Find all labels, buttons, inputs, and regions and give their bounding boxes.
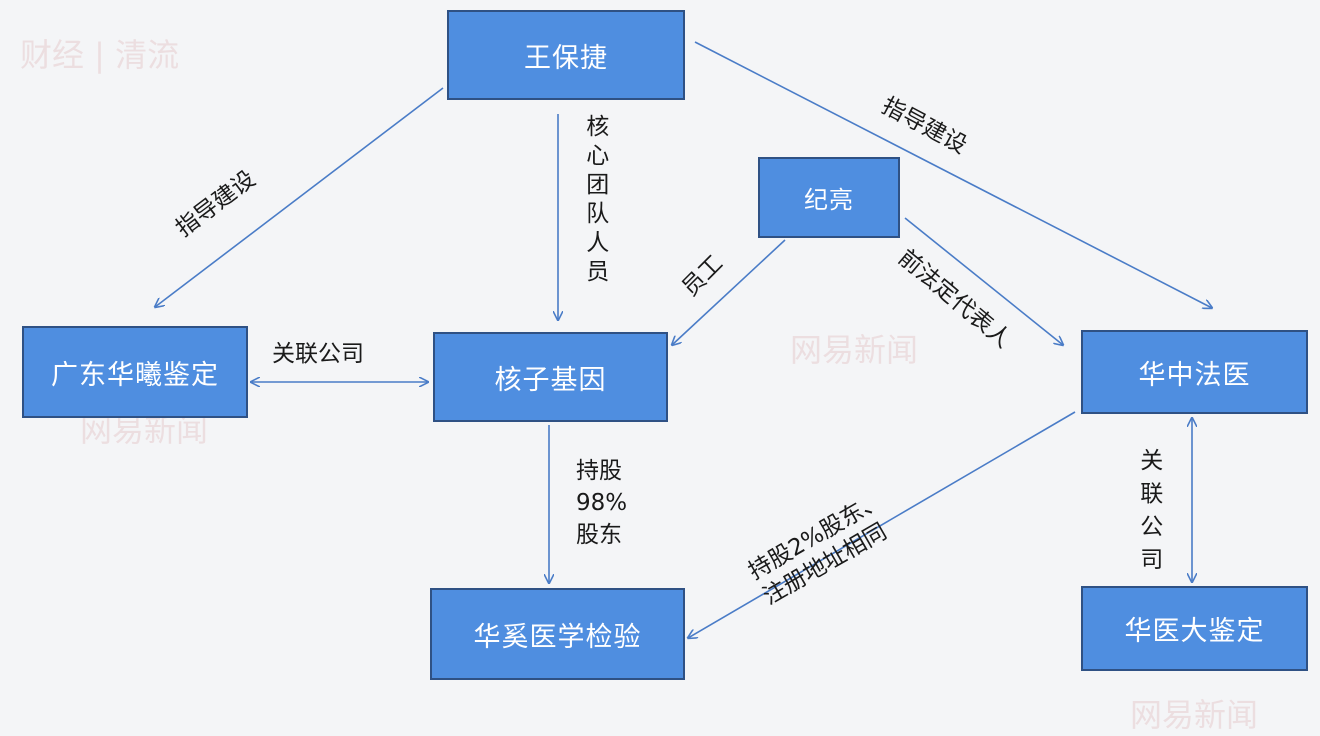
edge-label-line: 持股	[576, 458, 622, 484]
node-huaxi-yixue: 华奚医学检验	[430, 588, 685, 680]
edge-wang-guangdong	[155, 87, 444, 307]
node-huazhong-fayi: 华中法医	[1081, 330, 1308, 414]
edge-huazhong-huaxi	[688, 411, 1076, 638]
node-hezi-jiyin: 核子基因	[433, 332, 668, 422]
edge-label-line: 98%	[576, 490, 628, 517]
edge-label: 持股 98% 股东	[576, 455, 627, 552]
watermark: 网易新闻	[790, 331, 919, 369]
watermark: 网易新闻	[1130, 696, 1259, 734]
edge-ji-hezi	[672, 239, 786, 345]
edge-ji-huazhong	[904, 217, 1063, 345]
node-guangdong-huaxi: 广东华曦鉴定	[22, 326, 248, 418]
edge-label: 关联公司	[1135, 448, 1162, 580]
node-huayida: 华医大鉴定	[1081, 586, 1308, 671]
edge-wang-huazhong	[694, 41, 1212, 308]
edge-label: 关联公司	[272, 341, 364, 367]
edge-label: 核心团队人员	[581, 114, 608, 288]
node-ji-liang: 纪亮	[758, 157, 900, 238]
watermark: 财经 | 清流	[20, 36, 180, 74]
edge-label-line: 股东	[576, 522, 622, 549]
node-wang-baojie: 王保捷	[447, 10, 685, 100]
